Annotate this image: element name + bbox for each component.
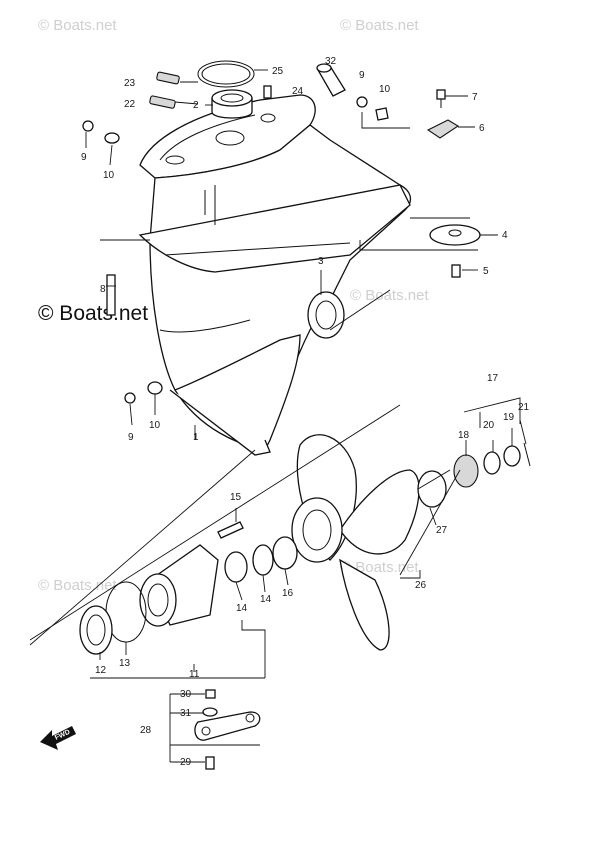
leader-lines xyxy=(85,69,527,763)
bolt-left xyxy=(82,120,94,132)
trim-tab-anode xyxy=(426,119,460,139)
callout-12: 12 xyxy=(95,665,107,676)
callout-28: 28 xyxy=(140,725,152,736)
ball-bearing xyxy=(307,291,345,339)
callout-8: 8 xyxy=(100,284,106,295)
callout-1: 1 xyxy=(193,432,199,443)
callout-10-lower: 10 xyxy=(149,420,161,431)
watermark-top-left: © Boats.net xyxy=(38,17,117,34)
guide-lines xyxy=(29,289,461,646)
stud-bolt xyxy=(106,274,116,316)
watermark-mid-left: © Boats.net xyxy=(38,302,148,325)
callout-23: 23 xyxy=(124,78,136,89)
oil-seal-c xyxy=(224,551,248,583)
washer-left xyxy=(104,132,120,144)
callout-9-right: 9 xyxy=(359,70,365,81)
callout-25: 25 xyxy=(272,66,284,77)
callout-26: 26 xyxy=(415,580,427,591)
needle-bearing xyxy=(79,605,113,655)
callout-17: 17 xyxy=(487,373,499,384)
callout-6: 6 xyxy=(479,123,485,134)
callout-14-b: 14 xyxy=(260,594,272,605)
washer-lower-left xyxy=(147,381,163,395)
key-lower xyxy=(149,95,176,109)
callout-24: 24 xyxy=(292,86,304,97)
callout-30: 30 xyxy=(180,689,192,700)
oil-seal-b xyxy=(252,544,274,576)
key-upper xyxy=(156,71,180,85)
bracket-bolt xyxy=(205,756,215,770)
callout-29: 29 xyxy=(180,757,192,768)
propeller-shaft-bearing-housing xyxy=(139,544,219,627)
callout-22: 22 xyxy=(124,99,136,110)
bolt-lower-left xyxy=(124,392,136,404)
propeller-nut xyxy=(503,445,521,467)
callout-4: 4 xyxy=(502,230,508,241)
screw-top xyxy=(436,89,446,108)
watermark-lower-left: © Boats.net xyxy=(38,577,117,594)
watermark-top-right: © Boats.net xyxy=(340,17,419,34)
washer-top-right xyxy=(375,107,389,121)
gear-case-housing xyxy=(138,94,412,456)
callout-32: 32 xyxy=(325,56,337,67)
callout-16: 16 xyxy=(282,588,294,599)
water-tube-cap xyxy=(316,63,346,97)
oil-seal-a xyxy=(272,536,298,570)
reinforcement-bracket xyxy=(194,711,261,741)
callout-18: 18 xyxy=(458,430,470,441)
propeller xyxy=(291,434,420,651)
spacer-small xyxy=(483,451,501,475)
anode-plate xyxy=(429,224,481,246)
callout-7: 7 xyxy=(472,92,478,103)
callout-13: 13 xyxy=(119,658,131,669)
callout-20: 20 xyxy=(483,420,495,431)
callout-31: 31 xyxy=(180,708,192,719)
bracket-washer xyxy=(202,707,218,717)
callout-2: 2 xyxy=(193,100,199,111)
callout-9-lower: 9 xyxy=(128,432,134,443)
callout-10-left: 10 xyxy=(103,170,115,181)
dowel-pin xyxy=(263,85,272,99)
forward-arrow-icon xyxy=(40,726,76,750)
callout-11: 11 xyxy=(189,669,200,680)
bolt-top-right xyxy=(356,96,368,108)
snap-ring xyxy=(197,60,255,88)
housing-bolt xyxy=(217,521,244,539)
plate-bolt xyxy=(451,264,461,278)
bracket-nut xyxy=(205,689,216,699)
callout-5: 5 xyxy=(483,266,489,277)
watermark-mid-right: © Boats.net xyxy=(350,287,429,304)
bushing xyxy=(211,89,253,119)
callout-10-right: 10 xyxy=(379,84,391,95)
cotter-pin xyxy=(523,442,531,467)
callout-19: 19 xyxy=(503,412,515,423)
callout-3: 3 xyxy=(318,256,324,267)
callout-21: 21 xyxy=(518,402,530,413)
thrust-spacer xyxy=(417,469,451,508)
callout-27: 27 xyxy=(436,525,448,536)
callout-labels: 1 2 3 4 5 6 7 8 9 9 9 10 10 10 11 12 13 … xyxy=(81,56,530,768)
callout-15: 15 xyxy=(230,492,242,503)
callout-14-a: 14 xyxy=(236,603,248,614)
propeller-washer xyxy=(453,454,479,488)
callout-9-left: 9 xyxy=(81,152,87,163)
